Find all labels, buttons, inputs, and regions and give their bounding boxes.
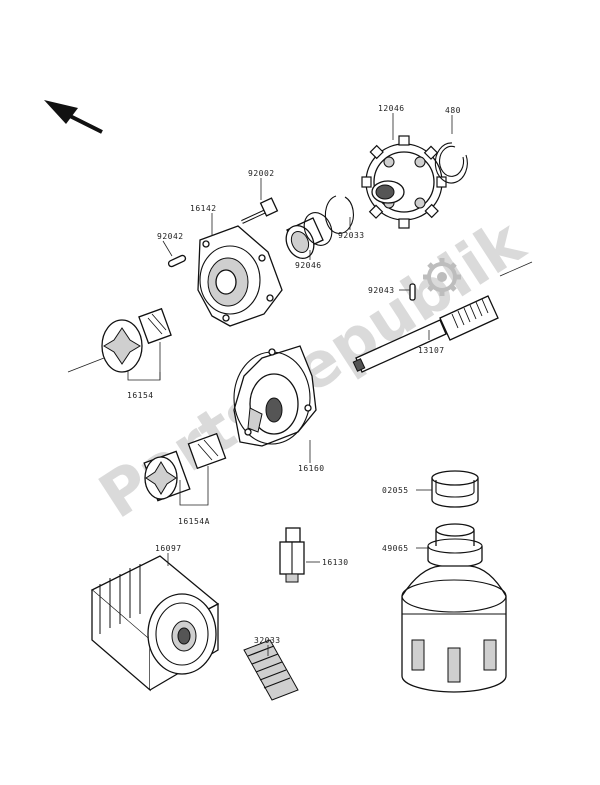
part-label-32033[interactable]: 32033 bbox=[254, 636, 281, 645]
union-bolt-icon bbox=[279, 527, 305, 583]
part-labels: 12046 480 92002 16142 92042 92033 92046 … bbox=[127, 104, 461, 645]
bolt-icon bbox=[241, 197, 279, 224]
pin-icon bbox=[409, 283, 416, 301]
dowel-pin-icon bbox=[167, 254, 187, 268]
cap-icon bbox=[431, 470, 479, 508]
part-label-16154[interactable]: 16154 bbox=[127, 391, 154, 400]
part-label-92043[interactable]: 92043 bbox=[368, 286, 395, 295]
part-label-92033[interactable]: 92033 bbox=[338, 231, 365, 240]
leader-lines bbox=[67, 113, 533, 656]
part-label-92046[interactable]: 92046 bbox=[295, 261, 322, 270]
part-label-16160[interactable]: 16160 bbox=[298, 464, 325, 473]
pump-cover-icon bbox=[197, 225, 283, 327]
circlip-icon bbox=[434, 142, 468, 184]
pump-body-icon bbox=[233, 345, 317, 447]
part-label-16130[interactable]: 16130 bbox=[322, 558, 349, 567]
sprocket-gear-icon bbox=[361, 135, 447, 229]
needle-bearing-icon bbox=[285, 212, 333, 260]
part-label-92042[interactable]: 92042 bbox=[157, 232, 184, 241]
rotor-set-lower-icon bbox=[143, 432, 227, 502]
part-label-16097[interactable]: 16097 bbox=[155, 544, 182, 553]
part-label-49065[interactable]: 49065 bbox=[382, 544, 409, 553]
spring-icon bbox=[243, 639, 299, 701]
part-label-16154a[interactable]: 16154A bbox=[178, 517, 210, 526]
pump-shaft-icon bbox=[352, 295, 499, 373]
part-label-02055[interactable]: 02055 bbox=[382, 486, 409, 495]
gear-watermark-icon bbox=[423, 258, 461, 296]
snap-ring-icon bbox=[324, 195, 354, 234]
part-label-16142[interactable]: 16142 bbox=[190, 204, 217, 213]
front-arrow-icon bbox=[44, 100, 103, 134]
part-label-13107[interactable]: 13107 bbox=[418, 346, 445, 355]
part-label-12046[interactable]: 12046 bbox=[378, 104, 405, 113]
oil-filter-icon bbox=[90, 555, 220, 692]
rotor-set-upper-icon bbox=[101, 307, 172, 373]
part-label-480[interactable]: 480 bbox=[445, 106, 461, 115]
part-label-92002[interactable]: 92002 bbox=[248, 169, 275, 178]
filter-wrench-icon bbox=[401, 523, 507, 693]
